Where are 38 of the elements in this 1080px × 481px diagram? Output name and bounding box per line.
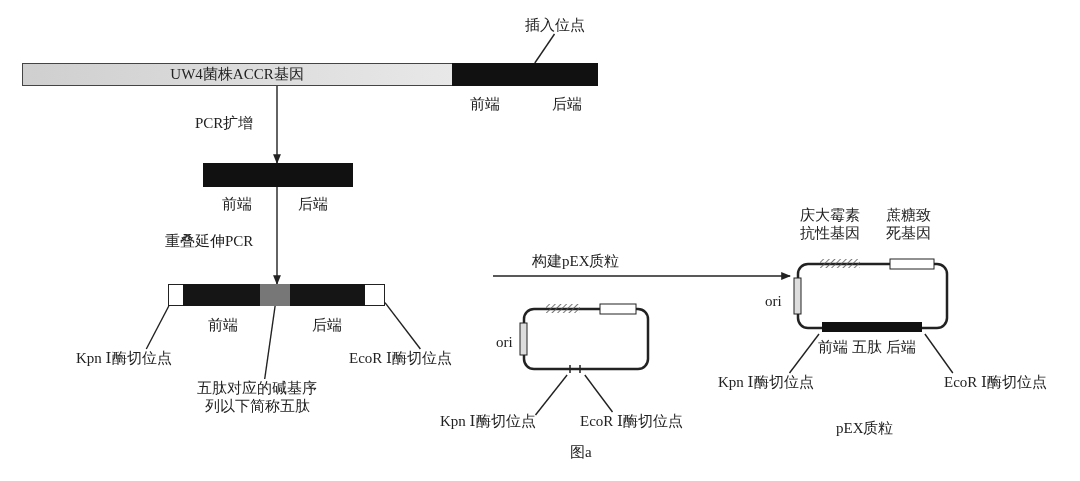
label-text: EcoR Ⅰ酶切位点 (944, 373, 1047, 391)
label-text: ori (496, 333, 513, 351)
leader-line (264, 305, 276, 380)
edge-label: 重叠延伸PCR (165, 232, 254, 250)
dna-fragment-bar (168, 284, 385, 306)
label-text: 前端 (208, 316, 238, 334)
label-text: Kpn Ⅰ酶切位点 (440, 412, 536, 430)
leader-line (788, 333, 820, 374)
edge-label: PCR扩增 (195, 114, 254, 132)
leader-line (384, 301, 422, 350)
label-text: 前端 (222, 195, 252, 213)
label-text: 图a (570, 443, 592, 461)
label-text: 五肽对应的碱基序列以下简称五肽 (197, 379, 317, 415)
label-text: 庆大霉素抗性基因 (800, 206, 860, 242)
label-text: 前端 (470, 95, 500, 113)
label-text: 插入位点 (525, 16, 585, 34)
label-text: Kpn Ⅰ酶切位点 (718, 373, 814, 391)
arrow (273, 186, 281, 285)
label-text: ori (765, 292, 782, 310)
leader-line (145, 305, 170, 350)
gene-label: UW4菌株ACCR基因 (169, 65, 305, 83)
arrow (492, 272, 791, 280)
leader-line (924, 333, 954, 374)
label-text: 后端 (298, 195, 328, 213)
edge-label: 构建pEX质粒 (532, 252, 620, 270)
label-text: EcoR Ⅰ酶切位点 (349, 349, 452, 367)
leader-line (534, 374, 568, 416)
dna-fragment-bar (203, 163, 353, 187)
arrow (273, 85, 281, 164)
leader-line (584, 374, 614, 413)
label-text: EcoR Ⅰ酶切位点 (580, 412, 683, 430)
label-text: 蔗糖致死基因 (886, 206, 931, 242)
label-text: 前端 五肽 后端 (818, 338, 916, 356)
label-text: pEX质粒 (836, 419, 894, 437)
label-text: Kpn Ⅰ酶切位点 (76, 349, 172, 367)
gene-bar (22, 63, 598, 86)
label-text: 后端 (312, 316, 342, 334)
label-text: 后端 (552, 95, 582, 113)
